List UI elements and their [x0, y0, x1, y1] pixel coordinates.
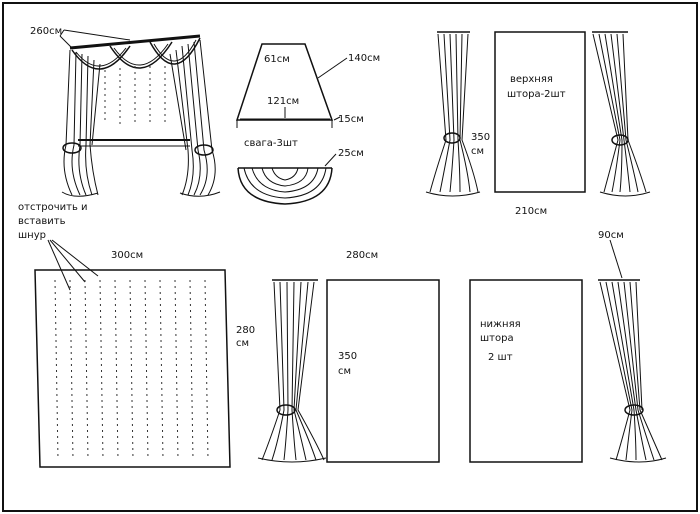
stitch-leaders — [47, 239, 99, 291]
lower-curtain-panel-right — [469, 279, 583, 463]
label-upper-width: 210см — [515, 206, 547, 217]
label-swag-side: 140см — [348, 53, 380, 64]
label-swag-count: свага-3шт — [244, 138, 298, 149]
label-upper-height-num: 350 — [471, 132, 490, 143]
label-swag-middle: 121см — [267, 96, 299, 107]
label-lower-width: 280см — [346, 250, 378, 261]
label-swag-drop: 15см — [338, 114, 364, 125]
label-panel-width: 300см — [111, 250, 143, 261]
label-stitch-2: вставить — [18, 216, 66, 227]
label-lower-count: 2 шт — [488, 352, 513, 363]
label-upper-height-unit: см — [471, 146, 484, 157]
swag-pattern-piece — [235, 43, 348, 128]
upper-curtain-left-drape — [425, 31, 481, 197]
label-top-width: 260см — [30, 26, 62, 37]
lower-curtain-left-drape — [257, 279, 327, 463]
label-panel-height-num: 280 — [236, 325, 255, 336]
label-stitch-1: отстрочить и — [18, 202, 88, 213]
lower-curtain-right-drape — [598, 239, 667, 463]
label-stitch-3: шнур — [18, 230, 46, 241]
upper-curtain-right-drape — [592, 31, 651, 197]
label-upper-title-2: штора-2шт — [507, 89, 566, 100]
label-lower-height-unit: см — [338, 366, 351, 377]
label-right-drop: 90см — [598, 230, 624, 241]
label-upper-title-1: верхняя — [510, 74, 553, 85]
assembled-curtain-illustration — [59, 29, 221, 197]
label-lower-title-1: нижняя — [480, 319, 521, 330]
pleated-panel-outline — [34, 269, 231, 468]
label-panel-height-unit: см — [236, 338, 249, 349]
lower-curtain-panel-left — [326, 279, 440, 463]
label-lower-height-num: 350 — [338, 351, 357, 362]
label-swag-top: 61см — [264, 54, 290, 65]
label-swag-depth: 25см — [338, 148, 364, 159]
label-lower-title-2: штора — [480, 333, 514, 344]
swag-folded-sample — [237, 153, 337, 205]
pleated-panel-stitch-lines — [54, 279, 209, 461]
upper-curtain-panel — [494, 31, 586, 193]
